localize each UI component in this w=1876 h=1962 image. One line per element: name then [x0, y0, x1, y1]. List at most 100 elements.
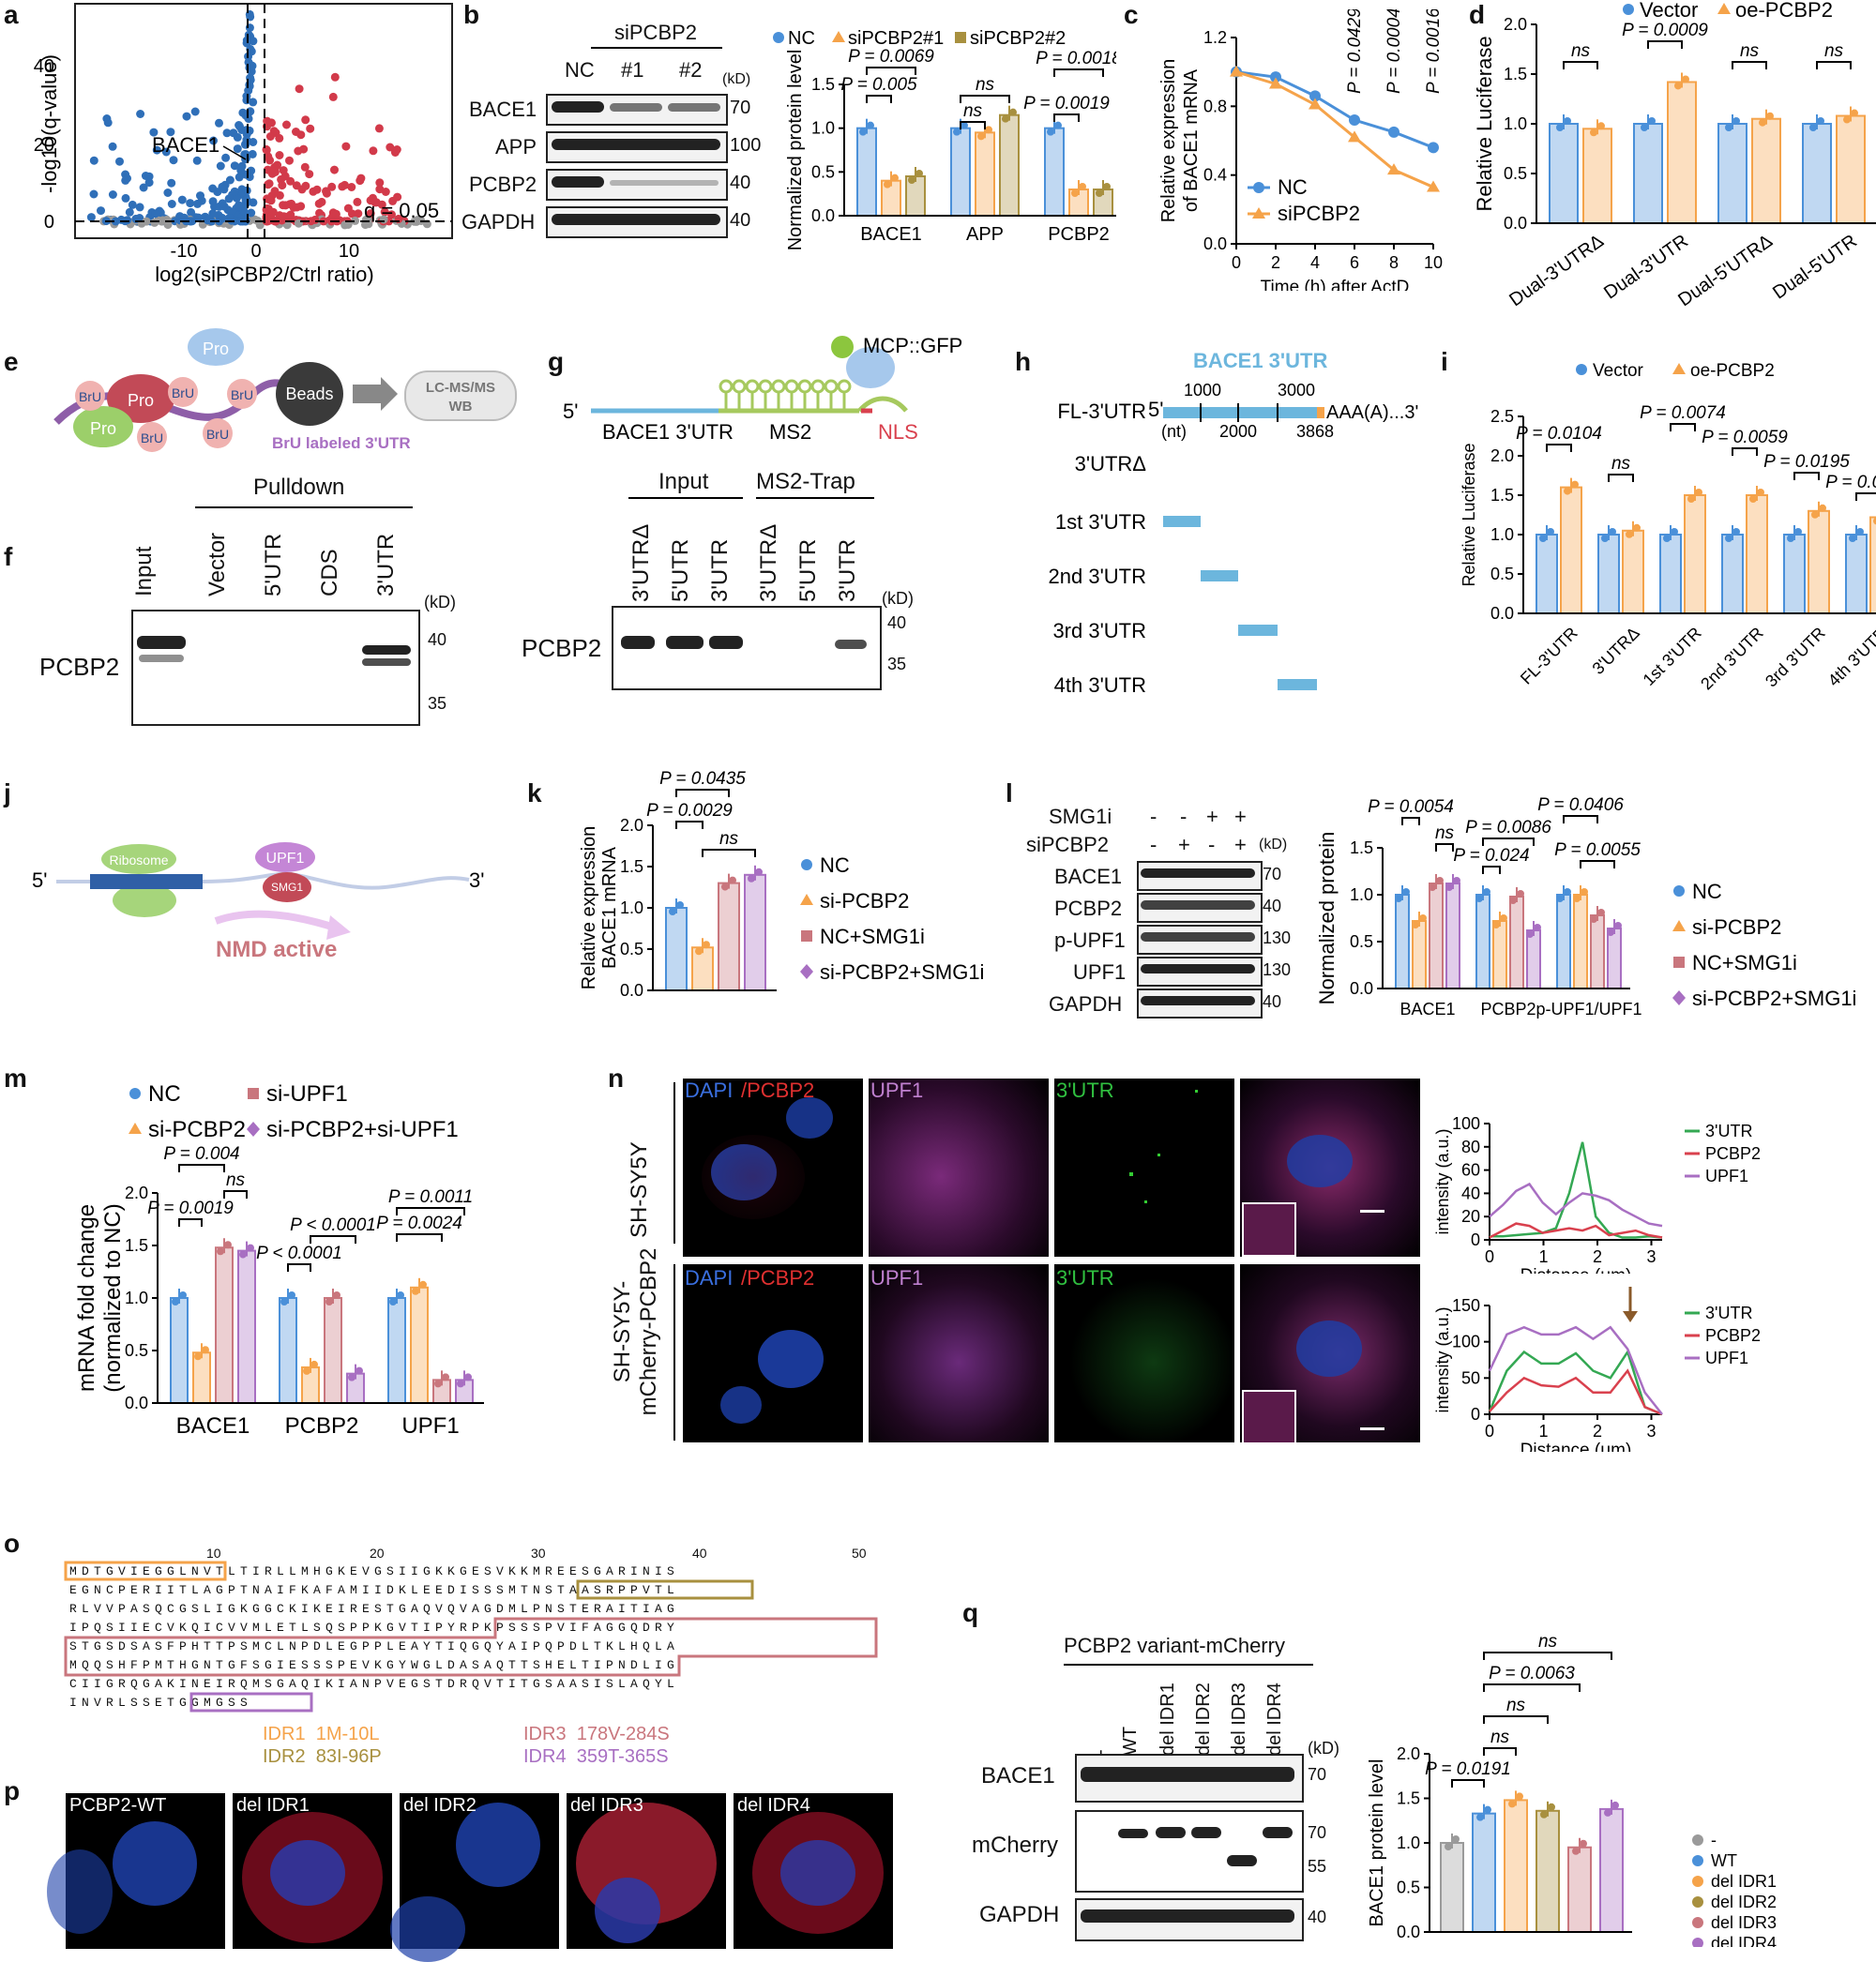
l-xtick-label: PCBP2: [1480, 1000, 1536, 1019]
n-utr: 3'UTR: [1056, 1266, 1114, 1290]
l-point: [1607, 928, 1614, 936]
h-row: 3rd 3'UTR: [1052, 619, 1146, 642]
volcano-point: [167, 200, 176, 208]
b-point: [1009, 108, 1017, 116]
d-point: [1766, 112, 1774, 120]
volcano-point: [192, 156, 202, 165]
volcano-point: [218, 199, 227, 208]
e-bru: BrU: [172, 385, 194, 400]
volcano-point: [121, 170, 130, 179]
m-point: [217, 1247, 224, 1256]
b-point: [953, 128, 961, 136]
k-ylabel: Relative expression: [579, 826, 599, 990]
q-lane: del IDR4: [1264, 1683, 1285, 1756]
c-series-line: [1235, 70, 1434, 189]
volcano-point: [328, 92, 338, 101]
h-row: 2nd 3'UTR: [1049, 565, 1146, 588]
k-ytick-label: 0.5: [620, 940, 643, 958]
volcano-point: [193, 199, 202, 208]
m-sig-label: P = 0.0011: [388, 1187, 473, 1207]
q-protein: BACE1: [981, 1763, 1055, 1788]
d-bar: [1802, 123, 1832, 224]
b-point: [1054, 121, 1062, 129]
volcano-point: [225, 175, 234, 185]
h-title: BACE1 3'UTR: [1193, 349, 1327, 372]
e-beads: Beads: [285, 385, 333, 403]
d-point: [1641, 124, 1648, 131]
panel-label-c: c: [1124, 0, 1139, 29]
l-point: [1419, 914, 1427, 922]
volcano-point: [234, 202, 243, 211]
i-point: [1539, 535, 1547, 542]
panel-label-j: j: [4, 778, 11, 807]
panel-label-h: h: [1015, 347, 1032, 376]
volcano-point: [278, 181, 287, 190]
b-xtick-label: APP: [966, 224, 1004, 245]
i-xtick-label: 3rd 3'UTR: [1762, 624, 1829, 691]
q-ytick-label: 1.0: [1397, 1834, 1420, 1852]
g-protein: PCBP2: [522, 634, 602, 662]
h-tick: 2000: [1219, 422, 1257, 441]
o-seq-line: RLVVPASQCGSLIGKGGCKIKEIRESTGAQVQVAGDMLPN…: [69, 1602, 680, 1616]
d-bracket: [1816, 61, 1852, 69]
m-bar: [170, 1297, 189, 1404]
m-bar: [279, 1297, 297, 1404]
p-label: del IDR3: [570, 1795, 643, 1816]
m-sig-label: P = 0.0019: [147, 1199, 234, 1218]
g-five: 5': [563, 400, 578, 423]
m-point: [239, 1250, 247, 1259]
i-bar: [1845, 534, 1868, 614]
b-legend-label: NC: [788, 28, 815, 49]
volcano-point: [356, 176, 365, 186]
n2-ytick-label: 100: [1452, 1333, 1480, 1351]
b-legend-marker: [832, 31, 845, 42]
q-mw: 70: [1308, 1765, 1327, 1784]
k-point: [721, 883, 729, 891]
n2-ytick-label: 50: [1461, 1368, 1480, 1387]
volcano-point: [177, 195, 187, 204]
l-point: [1581, 888, 1588, 896]
c-point: [1269, 77, 1282, 89]
d-bar: [1836, 114, 1866, 224]
i-bracket: [1670, 423, 1696, 431]
q-protein: mCherry: [972, 1833, 1059, 1858]
i-point: [1687, 495, 1695, 503]
m-bar: [410, 1286, 429, 1404]
l-sign: -: [1208, 833, 1216, 856]
o-num: 10: [206, 1546, 221, 1561]
l-point: [1492, 921, 1500, 928]
volcano-point: [343, 220, 353, 229]
volcano-point: [294, 146, 303, 156]
q-point: [1445, 1843, 1452, 1850]
l-bar: [1556, 894, 1571, 989]
n1-xlabel: Distance (μm): [1520, 1266, 1632, 1274]
volcano-point: [86, 213, 96, 222]
l-point: [1436, 877, 1444, 884]
l-bar: [1509, 896, 1524, 989]
m-sig-label: ns: [226, 1170, 246, 1190]
volcano-point: [371, 198, 380, 207]
c-xtick-label: 2: [1271, 253, 1280, 272]
c-legend-label: siPCBP2: [1278, 202, 1360, 225]
k-legend-marker: [801, 930, 812, 942]
c-sig-label: P = 0.0016: [1424, 9, 1444, 94]
n2-arrow-head: [1623, 1311, 1638, 1322]
l-point: [1402, 888, 1410, 896]
n1-line: [1490, 1141, 1663, 1239]
h-row: 4th 3'UTR: [1054, 673, 1146, 697]
d-sig-label: P = 0.0009: [1622, 21, 1708, 40]
k-bracket: [702, 849, 756, 857]
d-bar: [1549, 123, 1579, 224]
m-xtick-label: BACE1: [176, 1413, 250, 1439]
l-ytick-label: 0.5: [1350, 932, 1373, 951]
i-ytick-label: 1.5: [1490, 486, 1514, 505]
q-sig-label: P = 0.0063: [1489, 1664, 1575, 1683]
i-point: [1725, 535, 1732, 542]
b-lane: #2: [679, 58, 703, 82]
volcano-point: [166, 128, 175, 137]
panel-label-n: n: [608, 1064, 625, 1093]
q-kd: (kD): [1308, 1739, 1339, 1758]
m-point: [202, 1346, 209, 1354]
n1-ylabel: intensity (a.u.): [1433, 1128, 1452, 1234]
i-point: [1757, 489, 1764, 496]
